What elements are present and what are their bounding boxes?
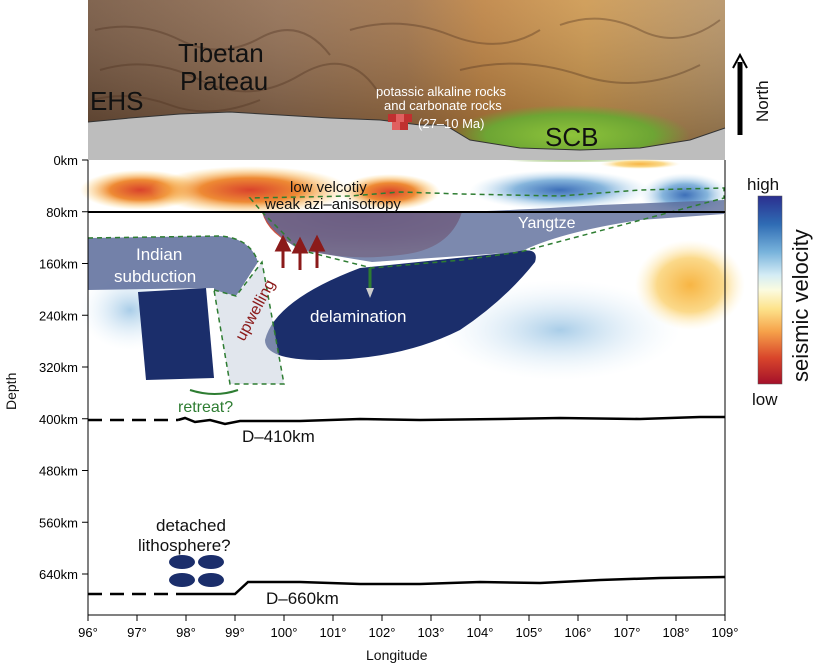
low-velocity-anomaly-central bbox=[150, 166, 350, 214]
longitude-tick-label: 96° bbox=[78, 625, 98, 640]
yangtze-lithosphere bbox=[262, 200, 724, 262]
longitude-tick-label: 99° bbox=[225, 625, 245, 640]
indian-label-line1: Indian bbox=[136, 245, 182, 264]
tibet-label-line2: Plateau bbox=[180, 66, 268, 96]
longitude-tick-label: 106° bbox=[565, 625, 592, 640]
d660-label: D–660km bbox=[266, 589, 339, 608]
retreat-arrow bbox=[189, 389, 239, 395]
indian-label-line2: subduction bbox=[114, 267, 196, 286]
delaminated-block bbox=[265, 250, 536, 360]
depth-tick-label: 240km bbox=[39, 308, 78, 323]
longitude-tick-label: 109° bbox=[712, 625, 739, 640]
terrain-ridges bbox=[91, 17, 721, 113]
depth-tick-label: 560km bbox=[39, 515, 78, 530]
longitude-tick-label: 97° bbox=[127, 625, 147, 640]
detached-label-line1: detached bbox=[156, 516, 226, 535]
depth-ticks: 0km 80km 160km 240km 320km 400km 480km 560km 640… bbox=[39, 153, 88, 582]
orange-anomaly bbox=[635, 240, 745, 330]
high-velocity-anomaly-east bbox=[470, 170, 650, 210]
delamination-label: delamination bbox=[310, 307, 406, 326]
colorbar-title: seismic velocity bbox=[788, 229, 813, 382]
low-velocity-anomaly-east bbox=[340, 174, 440, 210]
north-label: North bbox=[753, 80, 772, 122]
depth-tick-label: 80km bbox=[46, 205, 78, 220]
axes: 0km 80km 160km 240km 320km 400km 480km 560km 640… bbox=[3, 153, 738, 663]
d410-label: D–410km bbox=[242, 427, 315, 446]
potassic-rocks-marker bbox=[388, 114, 412, 130]
north-arrow: North bbox=[732, 52, 772, 135]
indian-slab-outline bbox=[87, 235, 259, 263]
longitude-tick-label: 103° bbox=[418, 625, 445, 640]
longitude-tick-label: 100° bbox=[271, 625, 298, 640]
indian-slab-deep bbox=[138, 288, 214, 380]
topography-panel: EHS Tibetan Plateau potassic alkaline ro… bbox=[87, 0, 726, 165]
d410-line bbox=[177, 415, 725, 426]
longitude-tick-label: 98° bbox=[176, 625, 196, 640]
tibet-label-line1: Tibetan bbox=[178, 38, 264, 68]
delamination-arrow bbox=[366, 268, 374, 298]
crust-cross-section bbox=[88, 112, 725, 160]
detached-lithosphere-blocks bbox=[169, 555, 224, 587]
ehs-label: EHS bbox=[90, 86, 143, 116]
longitude-tick-label: 101° bbox=[320, 625, 347, 640]
colorbar-low-label: low bbox=[752, 390, 778, 409]
yangtze-label: Yangtze bbox=[518, 215, 576, 232]
retreat-label: retreat? bbox=[178, 399, 233, 416]
depth-tick-label: 160km bbox=[39, 257, 78, 272]
d660-line bbox=[178, 575, 726, 596]
low-velocity-outline bbox=[248, 187, 725, 269]
longitude-tick-label: 108° bbox=[663, 625, 690, 640]
azi-anisotropy-label: weak azi–anisotropy bbox=[264, 196, 401, 213]
section-panel: low velcotiy weak azi–anisotropy Yangtze… bbox=[80, 159, 745, 614]
retreat-region-outline bbox=[213, 260, 285, 385]
colorbar-gradient bbox=[757, 195, 783, 385]
indian-slab bbox=[88, 236, 258, 296]
surface-profile-line bbox=[87, 111, 726, 151]
depth-tick-label: 480km bbox=[39, 464, 78, 479]
potassic-label-line2: and carbonate rocks bbox=[384, 98, 502, 113]
depth-tick-label: 320km bbox=[39, 360, 78, 375]
longitude-tick-label: 104° bbox=[467, 625, 494, 640]
x-axis-label: Longitude bbox=[366, 647, 428, 663]
depth-tick-label: 0km bbox=[53, 153, 78, 168]
y-axis-label: Depth bbox=[3, 373, 19, 410]
pale-anomaly-2 bbox=[440, 280, 680, 380]
longitude-tick-label: 102° bbox=[369, 625, 396, 640]
depth-tick-label: 640km bbox=[39, 567, 78, 582]
longitude-tick-label: 107° bbox=[614, 625, 641, 640]
longitude-ticks: 96° 97° 98° 99° 100° 101° 102° 103° 104° 105° 106°… bbox=[78, 615, 738, 640]
colorbar-high-label: high bbox=[747, 175, 779, 194]
upwelling-arrows bbox=[274, 234, 326, 270]
scb-label: SCB bbox=[545, 122, 598, 152]
depth-tick-label: 400km bbox=[39, 412, 78, 427]
detached-label-line2: lithosphere? bbox=[138, 536, 231, 555]
potassic-label-line1: potassic alkaline rocks bbox=[376, 84, 507, 99]
age-label: (27–10 Ma) bbox=[418, 116, 484, 131]
longitude-tick-label: 105° bbox=[516, 625, 543, 640]
orange-surface-strip bbox=[600, 159, 680, 169]
low-velocity-label: low velcotiy bbox=[290, 179, 367, 196]
colorbar: high low seismic velocity bbox=[747, 175, 813, 409]
